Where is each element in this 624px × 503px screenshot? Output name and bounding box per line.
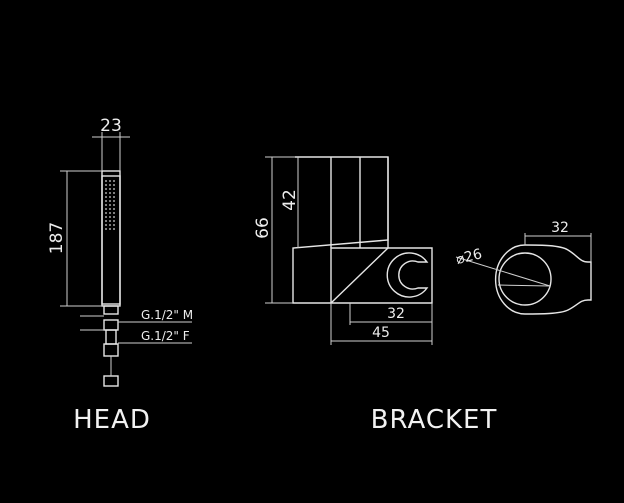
bracket-title: BRACKET: [371, 405, 498, 435]
bracket-holder-block: [330, 247, 433, 304]
bracket-top-view: 32 ⌀26: [454, 220, 592, 315]
head-height-dim: 187: [47, 222, 67, 254]
top-view-width-dim: 32: [551, 220, 569, 236]
bracket-inner-width-dim: 32: [387, 306, 405, 322]
thread-male-label: G.1/2" M: [141, 308, 193, 322]
connector-nut: [103, 319, 119, 331]
bracket-height-dim: 66: [253, 217, 273, 239]
bracket-back-plate: [292, 156, 389, 304]
spray-nozzle-pattern: [105, 180, 115, 230]
bracket-top-outline: [494, 244, 592, 315]
bracket-side-view: 66 42 32 45: [253, 156, 433, 345]
female-thread-fitting: [105, 329, 117, 345]
hose-end: [103, 375, 119, 387]
bracket-outer-width-dim: 45: [372, 325, 390, 341]
hose-coupling: [103, 343, 119, 357]
head-title: HEAD: [73, 405, 151, 435]
diameter-leader: [455, 256, 551, 287]
male-thread-fitting: [103, 305, 119, 315]
diameter-dim: ⌀26: [454, 246, 483, 268]
bracket-bore-circle: [498, 252, 552, 306]
bracket-chamfer: [330, 247, 389, 304]
head-width-dim: 23: [100, 116, 122, 136]
thread-female-label: G.1/2" F: [141, 329, 190, 343]
head-drawing: 23 187 G.1/2" M G.1/2" F HEAD: [47, 116, 193, 435]
head-body-outline: [101, 170, 121, 307]
bracket-upper-dim: 42: [280, 189, 300, 211]
bracket-clip: [386, 252, 429, 298]
head-inner-outline: [101, 175, 121, 305]
